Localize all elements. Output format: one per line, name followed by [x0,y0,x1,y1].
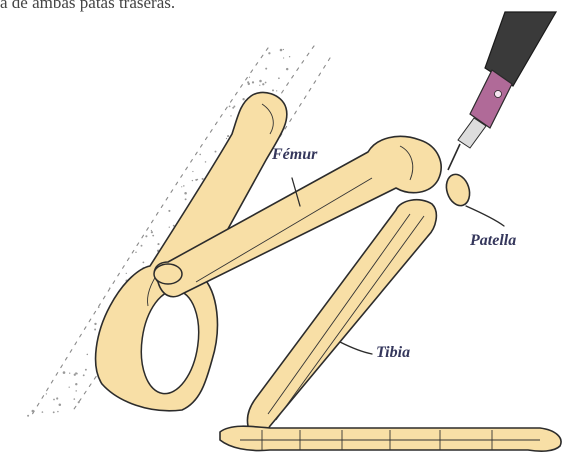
skin-stipple-dot [181,186,182,187]
skin-stipple-dot [215,151,217,153]
skin-stipple-dot [252,81,254,83]
skin-stipple-dot [272,89,274,91]
skin-stipple-dot [75,390,77,392]
skin-stipple-dot [98,306,100,308]
skin-stipple-dot [157,243,159,245]
skin-stipple-dot [63,371,66,374]
skin-stipple-dot [57,411,58,412]
skin-stipple-dot [69,373,70,374]
skin-stipple-dot [278,77,280,79]
skin-stipple-dot [276,90,277,91]
skin-stipple-dot [283,57,284,58]
skin-stipple-dot [248,83,250,85]
skin-stipple-dot [265,82,267,84]
skin-stipple-dot [27,415,29,417]
skin-stipple-dot [242,98,244,100]
skin-stipple-dot [78,401,80,403]
skin-stipple-dot [94,323,96,325]
femur-label: Fémur [272,146,317,164]
skin-stipple-dot [227,135,229,137]
skin-stipple-dot [259,85,260,86]
skin-stipple-dot [168,210,170,212]
skin-stipple-dot [262,83,264,85]
skin-stipple-dot [46,393,47,394]
skin-stipple-dot [265,68,267,70]
skin-stipple-dot [73,398,75,400]
skin-stipple-dot [141,245,143,247]
patella-label: Patella [470,232,516,250]
skin-stipple-dot [69,387,70,388]
skin-stipple-dot [185,198,187,200]
skin-stipple-dot [192,180,193,181]
patella-bone [443,171,474,208]
skin-stipple-dot [195,179,197,181]
skin-stipple-dot [85,369,87,371]
skin-stipple-dot [205,161,207,163]
skin-stipple-dot [142,261,144,263]
skin-stipple-dot [286,68,288,70]
tibia-label: Tibia [376,344,410,362]
skin-stipple-dot [32,410,35,413]
skin-stipple-dot [283,49,284,50]
skin-stipple-dot [53,411,55,413]
skin-stipple-dot [75,383,77,385]
skin-stipple-dot [145,235,147,237]
skin-stipple-dot [135,251,137,253]
skin-stipple-dot [229,106,231,108]
skin-stipple-dot [226,138,227,139]
skin-stipple-dot [280,49,283,52]
skin-stipple-dot [87,354,89,356]
skin-stipple-dot [94,329,96,331]
skin-stipple-dot [56,397,58,399]
skin-stipple-dot [183,185,185,187]
skin-stipple-dot [76,373,78,375]
skin-stipple-dot [184,192,187,195]
skin-stipple-dot [169,227,170,228]
skin-stipple-dot [233,106,235,108]
skin-stipple-dot [151,230,152,231]
caption-text: a de ambas patas traseras. [0,0,175,13]
skin-stipple-dot [74,374,76,376]
skin-stipple-dot [199,154,201,156]
skin-stipple-dot [126,273,127,274]
skin-stipple-dot [259,80,262,83]
skin-stipple-dot [289,56,290,57]
skin-stipple-dot [53,399,55,401]
syringe-icon [448,12,556,170]
skin-stipple-dot [230,115,231,116]
foot-bones [220,426,561,451]
skin-stipple-dot [249,77,250,78]
skin-stipple-dot [59,404,62,407]
skin-stipple-dot [152,235,154,237]
skin-stipple-dot [109,287,111,289]
skin-stipple-dot [151,231,153,233]
skin-stipple-dot [268,52,270,54]
skin-stipple-dot [202,178,204,180]
skin-stipple-dot [42,411,44,413]
skin-stipple-dot [83,374,85,376]
skin-stipple-dot [192,171,193,172]
